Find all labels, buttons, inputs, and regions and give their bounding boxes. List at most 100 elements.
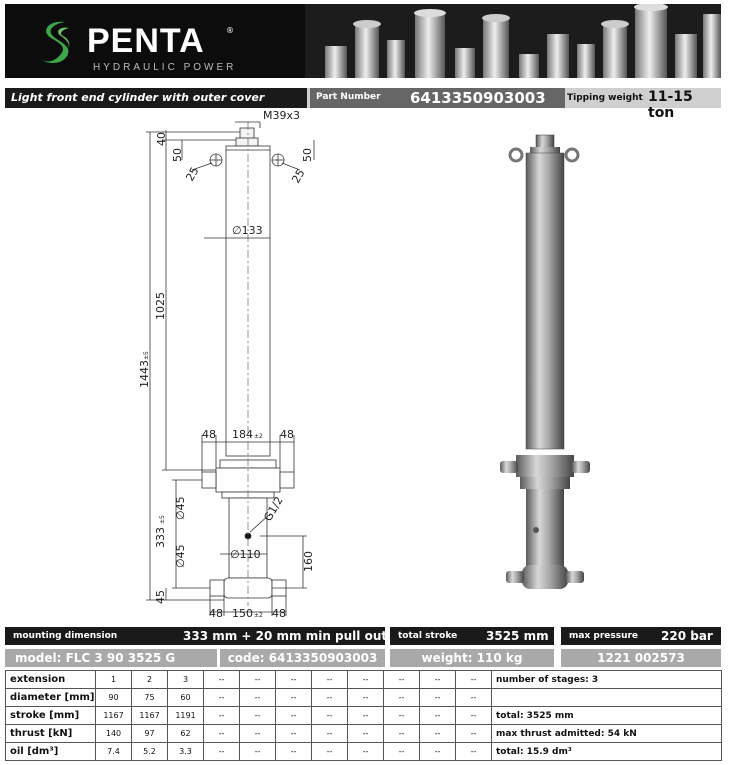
dim-bottom-w-left: 48 [209,607,223,620]
table-cell: 90 [95,688,132,707]
table-cell: -- [311,670,348,689]
dim-cover-length: 1025 [154,292,167,320]
reference-value: 1221 002573 [597,651,685,665]
total-stroke-label: total stroke [398,631,458,641]
tipping-weight-value: 11-15 ton [648,89,693,121]
dim-lower-tol: ±5 [159,515,166,524]
technical-drawing: M39x3 40 50 50 25 25 ∅133 1025 1443 ±5 4… [138,110,315,620]
mounting-dimension-label: mounting dimension [13,631,118,641]
part-number-value: 6413350903003 [410,89,546,107]
table-cell: -- [203,670,240,689]
cylinders-banner-image [305,4,721,78]
dim-bottom-trunnion-dia: ∅45 [174,544,187,568]
table-cell: -- [419,724,456,743]
dim-trunnion-w-right: 48 [280,428,294,441]
code-value: code: 6413350903003 [227,651,378,665]
table-cell: -- [455,742,492,761]
table-cell: -- [383,742,420,761]
table-cell: -- [455,724,492,743]
table-cell: -- [275,724,312,743]
table-cell: 3.3 [167,742,204,761]
row-label: stroke [mm] [5,706,96,725]
table-cell: -- [275,706,312,725]
table-cell: -- [383,688,420,707]
dim-thread: M39x3 [263,110,300,122]
table-cell: 1 [95,670,132,689]
table-cell: 140 [95,724,132,743]
title-bar: Light front end cylinder with outer cove… [5,88,721,121]
table-cell: -- [311,706,348,725]
dim-eye-offset-left: 50 [171,148,184,162]
dim-eye-dia-left: 25 [183,165,201,184]
table-cell: 3 [167,670,204,689]
code-bar: code: 6413350903003 [220,649,385,667]
dim-outer-dia: ∅133 [232,224,263,237]
table-cell: -- [383,706,420,725]
dim-port-height: 160 [302,551,315,572]
table-cell: -- [419,688,456,707]
max-pressure-label: max pressure [569,631,639,641]
max-pressure-value: 220 bar [661,629,713,643]
tipping-weight-label: Tipping weight [567,93,643,103]
row-label: extension [5,670,96,689]
dim-bottom-span: 150 [232,607,253,620]
dim-bottom-span-tol: ±2 [254,612,263,619]
table-cell: -- [275,688,312,707]
table-cell: -- [239,688,276,707]
table-cell: -- [455,670,492,689]
row-label: thrust [kN] [5,724,96,743]
weight-value: weight: 110 kg [421,651,523,665]
row-summary: number of stages: 3 [491,670,722,689]
table-cell: -- [239,706,276,725]
table-cell: -- [347,706,384,725]
cylinder-3d-render [500,134,590,589]
table-cell: 5.2 [131,742,168,761]
table-cell: -- [455,688,492,707]
table-cell: -- [383,670,420,689]
dim-top-offset: 40 [155,132,168,146]
dim-lower-length: 333 [154,527,167,548]
mounting-dimension-bar: mounting dimension 333 mm + 20 mm min pu… [5,627,387,645]
total-stroke-value: 3525 mm [486,629,549,643]
product-title: Light front end cylinder with outer cove… [5,88,307,108]
penta-logo-icon [39,21,70,64]
dim-overall-length: 1443 [138,360,151,388]
table-cell: 1167 [131,706,168,725]
table-cell: -- [239,742,276,761]
row-summary: total: 15.9 dm³ [491,742,722,761]
table-cell: -- [455,706,492,725]
weight-bar: weight: 110 kg [390,649,554,667]
reference-bar: 1221 002573 [561,649,721,667]
table-cell: 62 [167,724,204,743]
part-number-box: Part Number 6413350903003 [310,88,565,108]
table-cell: -- [239,670,276,689]
table-cell: -- [275,742,312,761]
table-cell: -- [347,742,384,761]
table-cell: 7.4 [95,742,132,761]
table-cell: -- [347,688,384,707]
table-cell: 75 [131,688,168,707]
brand-subtitle: HYDRAULIC POWER [93,62,237,73]
dim-base-dia: ∅110 [230,548,261,561]
table-cell: -- [203,688,240,707]
table-cell: -- [347,724,384,743]
header-banner: PENTA ® HYDRAULIC POWER [5,4,721,78]
model-bar: model: FLC 3 90 3525 G [5,649,217,667]
table-cell: -- [239,724,276,743]
table-cell: -- [311,724,348,743]
row-label: oil [dm³] [5,742,96,761]
dim-eye-offset-right: 50 [301,148,314,162]
row-label: diameter [mm] [5,688,96,707]
table-cell: -- [275,670,312,689]
table-cell: -- [203,724,240,743]
row-summary: total: 3525 mm [491,706,722,725]
dim-overall-tol: ±5 [143,351,150,360]
dim-eye-dia-right: 25 [289,167,307,186]
table-cell: -- [203,742,240,761]
total-stroke-bar: total stroke 3525 mm [390,627,554,645]
